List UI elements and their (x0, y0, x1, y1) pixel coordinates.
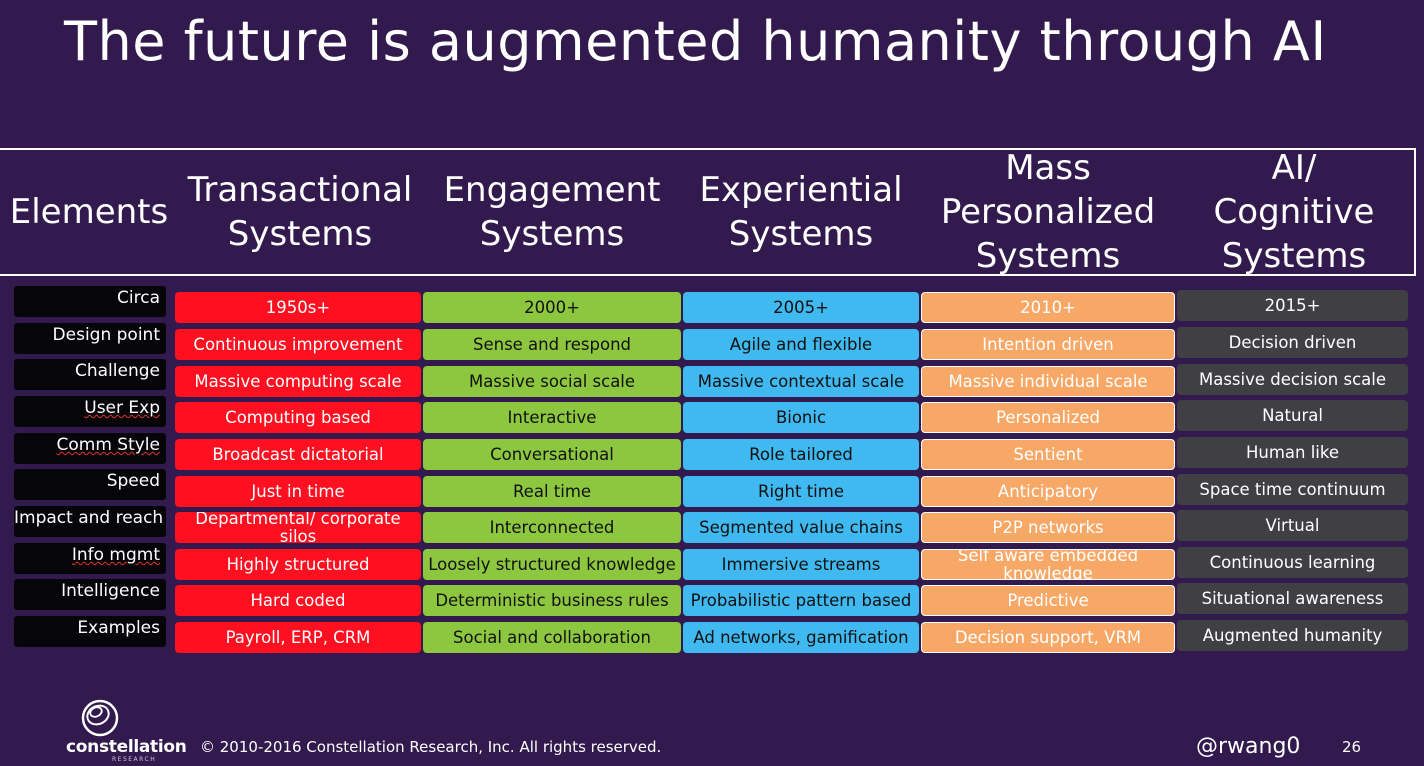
cell-userexp-cognitive: Natural (1177, 400, 1408, 431)
cell-challenge-mass: Massive individual scale (921, 366, 1175, 397)
cell-userexp-engagement: Interactive (423, 402, 681, 433)
cell-intel-experiential: Probabilistic pattern based (683, 585, 919, 616)
cell-challenge-cognitive: Massive decision scale (1177, 364, 1408, 395)
cell-comm-transactional: Broadcast dictatorial (175, 439, 421, 470)
cell-design-mass: Intention driven (921, 329, 1175, 360)
cell-challenge-experiential: Massive contextual scale (683, 366, 919, 397)
cell-circa-transactional: 1950s+ (175, 292, 421, 323)
header-transactional: Transactional Systems (187, 170, 413, 254)
row-label-comm-style: Comm Style (14, 433, 166, 464)
cell-impact-experiential: Segmented value chains (683, 512, 919, 543)
cell-examples-cognitive: Augmented humanity (1177, 620, 1408, 651)
cell-speed-engagement: Real time (423, 476, 681, 507)
cell-comm-engagement: Conversational (423, 439, 681, 470)
cell-comm-cognitive: Human like (1177, 437, 1408, 468)
cell-design-engagement: Sense and respond (423, 329, 681, 360)
cell-info-experiential: Immersive streams (683, 549, 919, 580)
cell-intel-mass: Predictive (921, 585, 1175, 616)
cell-speed-mass: Anticipatory (921, 476, 1175, 507)
header-mass-personalized: Mass Personalized Systems (940, 148, 1156, 276)
cell-userexp-transactional: Computing based (175, 402, 421, 433)
cell-circa-engagement: 2000+ (423, 292, 681, 323)
copyright-text: © 2010-2016 Constellation Research, Inc.… (200, 738, 662, 756)
cell-impact-transactional: Departmental/ corporate silos (175, 512, 421, 543)
cell-examples-transactional: Payroll, ERP, CRM (175, 622, 421, 653)
cell-circa-cognitive: 2015+ (1177, 290, 1408, 321)
cell-challenge-transactional: Massive computing scale (175, 366, 421, 397)
cell-design-transactional: Continuous improvement (175, 329, 421, 360)
constellation-logo-subtext: RESEARCH (112, 756, 157, 763)
cell-design-cognitive: Decision driven (1177, 327, 1408, 358)
twitter-handle: @rwang0 (1196, 734, 1301, 759)
row-label-user-exp: User Exp (14, 396, 166, 427)
header-experiential: Experiential Systems (699, 170, 903, 254)
cell-examples-engagement: Social and collaboration (423, 622, 681, 653)
cell-info-engagement: Loosely structured knowledge (423, 549, 681, 580)
row-label-info-mgmt: Info mgmt (14, 543, 166, 574)
constellation-logo-text: constellation (66, 737, 187, 757)
row-label-circa: Circa (14, 286, 166, 317)
row-label-speed: Speed (14, 469, 166, 500)
cell-comm-mass: Sentient (921, 439, 1175, 470)
header-cognitive: AI/ Cognitive Systems (1213, 148, 1375, 276)
cell-examples-experiential: Ad networks, gamification (683, 622, 919, 653)
cell-impact-cognitive: Virtual (1177, 510, 1408, 541)
cell-intel-cognitive: Situational awareness (1177, 583, 1408, 614)
cell-challenge-engagement: Massive social scale (423, 366, 681, 397)
header-elements: Elements (9, 192, 169, 232)
cell-info-transactional: Highly structured (175, 549, 421, 580)
row-label-impact: Impact and reach (14, 506, 166, 537)
cell-impact-engagement: Interconnected (423, 512, 681, 543)
slide-title: The future is augmented humanity through… (64, 10, 1327, 73)
cell-info-cognitive: Continuous learning (1177, 547, 1408, 578)
row-label-design-point: Design point (14, 323, 166, 354)
cell-design-experiential: Agile and flexible (683, 329, 919, 360)
page-number: 26 (1342, 738, 1362, 756)
cell-circa-experiential: 2005+ (683, 292, 919, 323)
cell-info-mass: Self aware embedded knowledge (921, 549, 1175, 580)
cell-speed-experiential: Right time (683, 476, 919, 507)
header-band: Elements Transactional Systems Engagemen… (0, 148, 1416, 276)
row-label-intelligence: Intelligence (14, 579, 166, 610)
cell-userexp-experiential: Bionic (683, 402, 919, 433)
cell-intel-transactional: Hard coded (175, 585, 421, 616)
row-label-examples: Examples (14, 616, 166, 647)
cell-intel-engagement: Deterministic business rules (423, 585, 681, 616)
row-label-challenge: Challenge (14, 359, 166, 390)
cell-comm-experiential: Role tailored (683, 439, 919, 470)
header-engagement: Engagement Systems (443, 170, 661, 254)
cell-impact-mass: P2P networks (921, 512, 1175, 543)
cell-circa-mass: 2010+ (921, 292, 1175, 323)
cell-userexp-mass: Personalized (921, 402, 1175, 433)
constellation-logo-icon (81, 699, 119, 737)
cell-speed-transactional: Just in time (175, 476, 421, 507)
cell-examples-mass: Decision support, VRM (921, 622, 1175, 653)
cell-speed-cognitive: Space time continuum (1177, 474, 1408, 505)
